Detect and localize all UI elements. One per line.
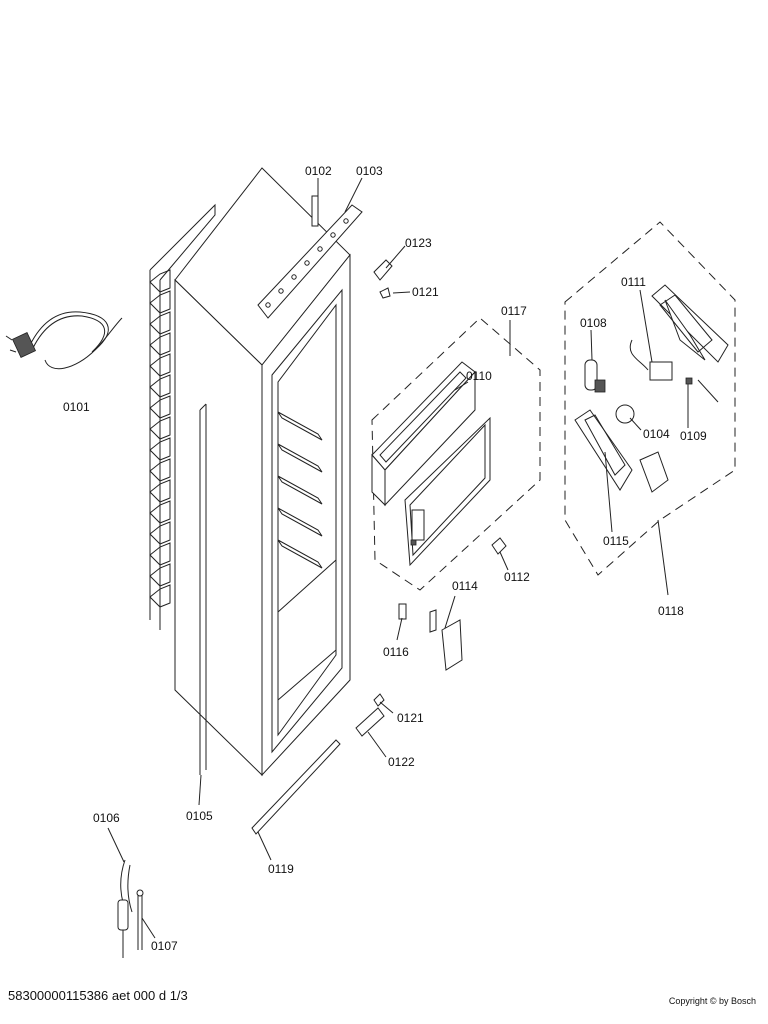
door-group-0117 bbox=[371, 317, 541, 591]
label-0110: 0110 bbox=[466, 369, 492, 383]
part-0116 bbox=[398, 603, 407, 620]
label-0112: 0112 bbox=[504, 570, 530, 584]
condenser-coil bbox=[149, 203, 216, 630]
label-0116: 0116 bbox=[383, 645, 409, 659]
label-0101: 0101 bbox=[63, 400, 90, 414]
sensor-0107 bbox=[136, 889, 144, 950]
part-0121-screw bbox=[373, 693, 385, 707]
label-0108: 0108 bbox=[580, 316, 607, 330]
copyright-notice: Copyright © by Bosch bbox=[668, 996, 756, 1006]
part-0114 bbox=[429, 609, 463, 671]
label-0104: 0104 bbox=[643, 427, 670, 441]
label-0114: 0114 bbox=[452, 579, 478, 593]
label-0103: 0103 bbox=[356, 164, 383, 178]
label-0122: 0122 bbox=[388, 755, 415, 769]
label-0118: 0118 bbox=[658, 604, 684, 618]
document-code: 58300000115386 aet 000 d 1/3 bbox=[8, 988, 188, 1003]
sensor-0106 bbox=[117, 859, 133, 958]
label-0107: 0107 bbox=[151, 939, 178, 953]
top-trim-part bbox=[257, 195, 363, 319]
label-0106: 0106 bbox=[93, 811, 120, 825]
label-0102: 0102 bbox=[305, 164, 332, 178]
part-0112 bbox=[491, 537, 507, 555]
part-0119-strip bbox=[251, 739, 341, 835]
label-0105: 0105 bbox=[186, 809, 213, 823]
label-0121-bottom: 0121 bbox=[397, 711, 424, 725]
control-group-0118 bbox=[564, 221, 736, 576]
label-0115: 0115 bbox=[603, 534, 629, 548]
power-cord bbox=[5, 311, 123, 370]
part-0123-bracket bbox=[373, 259, 393, 299]
cabinet-body bbox=[174, 167, 351, 777]
label-0117: 0117 bbox=[501, 304, 527, 318]
label-0123: 0123 bbox=[405, 236, 432, 250]
label-0109: 0109 bbox=[680, 429, 707, 443]
label-0121-top: 0121 bbox=[412, 285, 439, 299]
label-0119: 0119 bbox=[268, 862, 294, 876]
leader-lines bbox=[107, 177, 689, 939]
label-0111: 0111 bbox=[621, 275, 646, 289]
part-0122-bracket bbox=[355, 707, 385, 737]
